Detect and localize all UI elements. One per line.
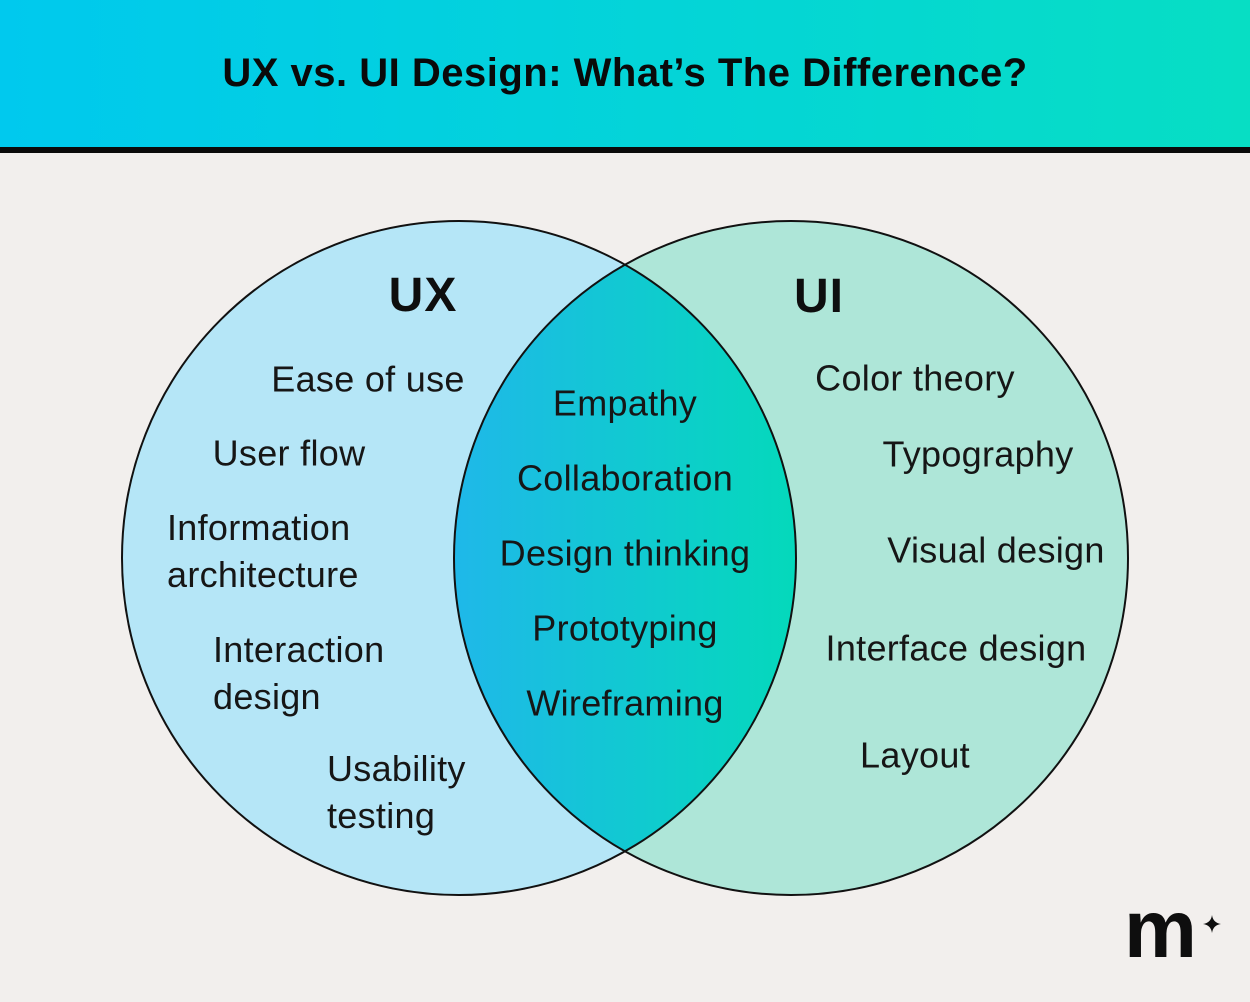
ux-item-user-flow: User flow [212,432,366,474]
header-banner: UX vs. UI Design: What’s The Difference? [0,0,1250,147]
overlap-item-wireframing: Wireframing [526,682,724,724]
ux-item-information-architecture: Information architecture [167,507,359,595]
header-divider [0,147,1250,153]
ux-item-ease-of-use: Ease of use [271,358,465,400]
overlap-item-prototyping: Prototyping [532,607,718,649]
overlap-item-design-thinking: Design thinking [499,532,751,574]
ui-circle-outline [453,220,1129,896]
ux-circle-outline [121,220,797,896]
ui-item-color-theory: Color theory [815,357,1015,399]
sparkle-icon [1203,915,1221,933]
ui-item-typography: Typography [882,433,1074,475]
ui-item-layout: Layout [860,734,970,776]
page-title: UX vs. UI Design: What’s The Difference? [222,51,1028,95]
ux-item-usability-testing: Usability testing [327,748,466,836]
brand-logo-letter: m [1124,885,1197,975]
overlap-region [454,221,796,895]
ui-item-visual-design: Visual design [887,529,1105,571]
overlap-item-empathy: Empathy [552,382,698,424]
ux-item-interaction-design: Interaction design [213,629,385,717]
ui-item-interface-design: Interface design [825,627,1087,669]
brand-logo: m [1124,885,1221,975]
overlap-item-collaboration: Collaboration [516,457,734,499]
ux-circle-title: UX [388,269,458,323]
ui-circle-title: UI [794,270,844,324]
